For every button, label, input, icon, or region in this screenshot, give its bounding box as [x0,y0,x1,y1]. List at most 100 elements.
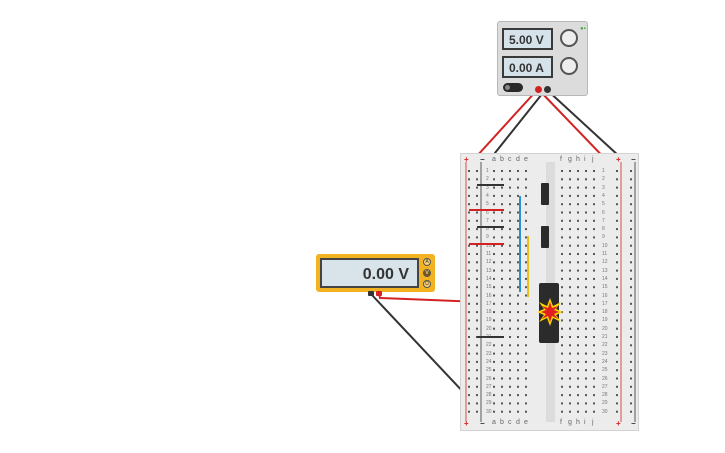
breadboard-hole[interactable] [585,228,587,231]
breadboard-hole[interactable] [569,269,571,272]
breadboard-hole[interactable] [468,244,470,247]
breadboard-hole[interactable] [517,219,519,222]
breadboard-hole[interactable] [616,286,618,289]
breadboard-hole[interactable] [525,253,527,255]
breadboard-hole[interactable] [517,319,519,322]
breadboard-hole[interactable] [630,352,632,355]
pushbutton-switch-top[interactable] [541,183,549,205]
breadboard-hole[interactable] [468,186,470,189]
breadboard-hole[interactable] [593,302,595,305]
breadboard-hole[interactable] [501,369,503,372]
breadboard-hole[interactable] [468,385,470,388]
breadboard-hole[interactable] [561,377,563,380]
breadboard-hole[interactable] [561,360,563,363]
red-probe-terminal[interactable] [376,291,382,296]
breadboard-hole[interactable] [561,228,563,231]
breadboard-hole[interactable] [509,244,511,247]
breadboard-hole[interactable] [476,302,478,305]
breadboard-hole[interactable] [561,327,563,330]
breadboard-hole[interactable] [561,194,563,197]
breadboard-hole[interactable] [517,336,519,338]
breadboard-hole[interactable] [468,261,470,264]
breadboard-hole[interactable] [501,244,503,247]
breadboard-hole[interactable] [616,261,618,264]
breadboard-hole[interactable] [493,228,495,231]
breadboard-hole[interactable] [468,178,470,181]
breadboard-hole[interactable] [593,219,595,222]
breadboard-hole[interactable] [577,178,579,181]
breadboard-hole[interactable] [577,402,579,405]
breadboard-hole[interactable] [577,261,579,264]
breadboard-hole[interactable] [501,219,503,222]
breadboard-hole[interactable] [585,286,587,289]
breadboard-hole[interactable] [616,385,618,388]
breadboard-hole[interactable] [468,327,470,330]
breadboard-hole[interactable] [517,394,519,397]
breadboard-hole[interactable] [616,360,618,363]
breadboard-hole[interactable] [593,244,595,247]
breadboard-hole[interactable] [630,236,632,239]
breadboard-hole[interactable] [493,311,495,314]
breadboard-hole[interactable] [630,336,632,338]
breadboard-hole[interactable] [630,327,632,330]
breadboard-hole[interactable] [525,327,527,330]
ohmmeter-mode-button[interactable]: Ω [423,280,431,288]
ammeter-mode-button[interactable]: A [423,258,431,266]
breadboard-hole[interactable] [585,294,587,297]
breadboard-hole[interactable] [476,336,478,338]
breadboard-hole[interactable] [577,319,579,322]
breadboard-hole[interactable] [630,410,632,413]
breadboard-hole[interactable] [476,211,478,214]
breadboard-hole[interactable] [517,402,519,405]
breadboard-hole[interactable] [525,294,527,297]
breadboard-hole[interactable] [493,319,495,322]
breadboard-hole[interactable] [509,410,511,413]
breadboard-hole[interactable] [561,385,563,388]
breadboard-hole[interactable] [616,344,618,347]
breadboard-hole[interactable] [561,277,563,280]
breadboard-hole[interactable] [585,394,587,397]
breadboard-hole[interactable] [525,352,527,355]
pushbutton-switch-bottom[interactable] [541,226,549,248]
breadboard-hole[interactable] [525,344,527,347]
breadboard-hole[interactable] [493,211,495,214]
breadboard-hole[interactable] [501,286,503,289]
breadboard-hole[interactable] [517,294,519,297]
breadboard-hole[interactable] [577,277,579,280]
breadboard-hole[interactable] [585,244,587,247]
breadboard-hole[interactable] [517,369,519,372]
breadboard-hole[interactable] [525,394,527,397]
breadboard-hole[interactable] [509,394,511,397]
breadboard-hole[interactable] [509,170,511,172]
breadboard-hole[interactable] [517,344,519,347]
breadboard-hole[interactable] [493,286,495,289]
breadboard-hole[interactable] [493,294,495,297]
breadboard-hole[interactable] [585,203,587,206]
breadboard-hole[interactable] [509,352,511,355]
breadboard-hole[interactable] [616,377,618,380]
breadboard-hole[interactable] [501,269,503,272]
breadboard-hole[interactable] [517,269,519,272]
breadboard-hole[interactable] [525,203,527,206]
breadboard-hole[interactable] [630,253,632,255]
breadboard-hole[interactable] [569,294,571,297]
breadboard-hole[interactable] [616,352,618,355]
breadboard-hole[interactable] [517,244,519,247]
breadboard-hole[interactable] [630,286,632,289]
breadboard-hole[interactable] [593,377,595,380]
breadboard-hole[interactable] [577,377,579,380]
breadboard-hole[interactable] [630,244,632,247]
breadboard-hole[interactable] [593,311,595,314]
breadboard-hole[interactable] [569,277,571,280]
dc-power-supply[interactable]: 5.00 V 0.00 A ●▪ [497,21,588,96]
breadboard-hole[interactable] [585,385,587,388]
breadboard-hole[interactable] [517,377,519,380]
breadboard-hole[interactable] [593,394,595,397]
breadboard-hole[interactable] [476,385,478,388]
breadboard-hole[interactable] [501,302,503,305]
breadboard-hole[interactable] [616,327,618,330]
breadboard-hole[interactable] [509,294,511,297]
breadboard-hole[interactable] [593,385,595,388]
breadboard-hole[interactable] [509,186,511,189]
breadboard-hole[interactable] [630,269,632,272]
